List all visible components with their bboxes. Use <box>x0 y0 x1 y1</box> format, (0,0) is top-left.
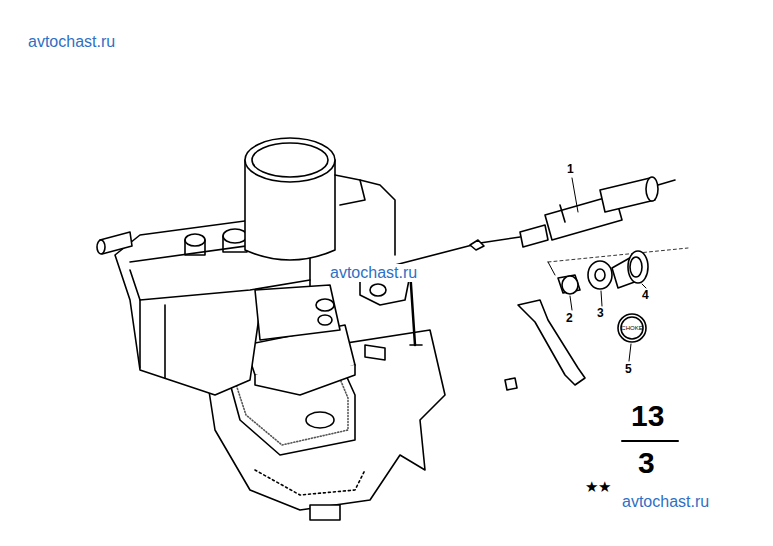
callout-number: 1 <box>567 163 574 175</box>
callout-number: 5 <box>625 363 632 375</box>
watermark: avtochast.ru <box>328 264 419 282</box>
star-marks: ★★ <box>585 479 611 494</box>
subgroup-number: 3 <box>638 448 655 478</box>
callout-number: 3 <box>597 307 604 319</box>
callout-number: 4 <box>642 289 649 301</box>
group-number: 13 <box>631 401 664 431</box>
watermark: avtochast.ru <box>28 34 115 50</box>
callout-number: 2 <box>566 312 573 324</box>
badge-text: CHOKE <box>621 325 642 331</box>
watermark: avtochast.ru <box>622 494 709 510</box>
